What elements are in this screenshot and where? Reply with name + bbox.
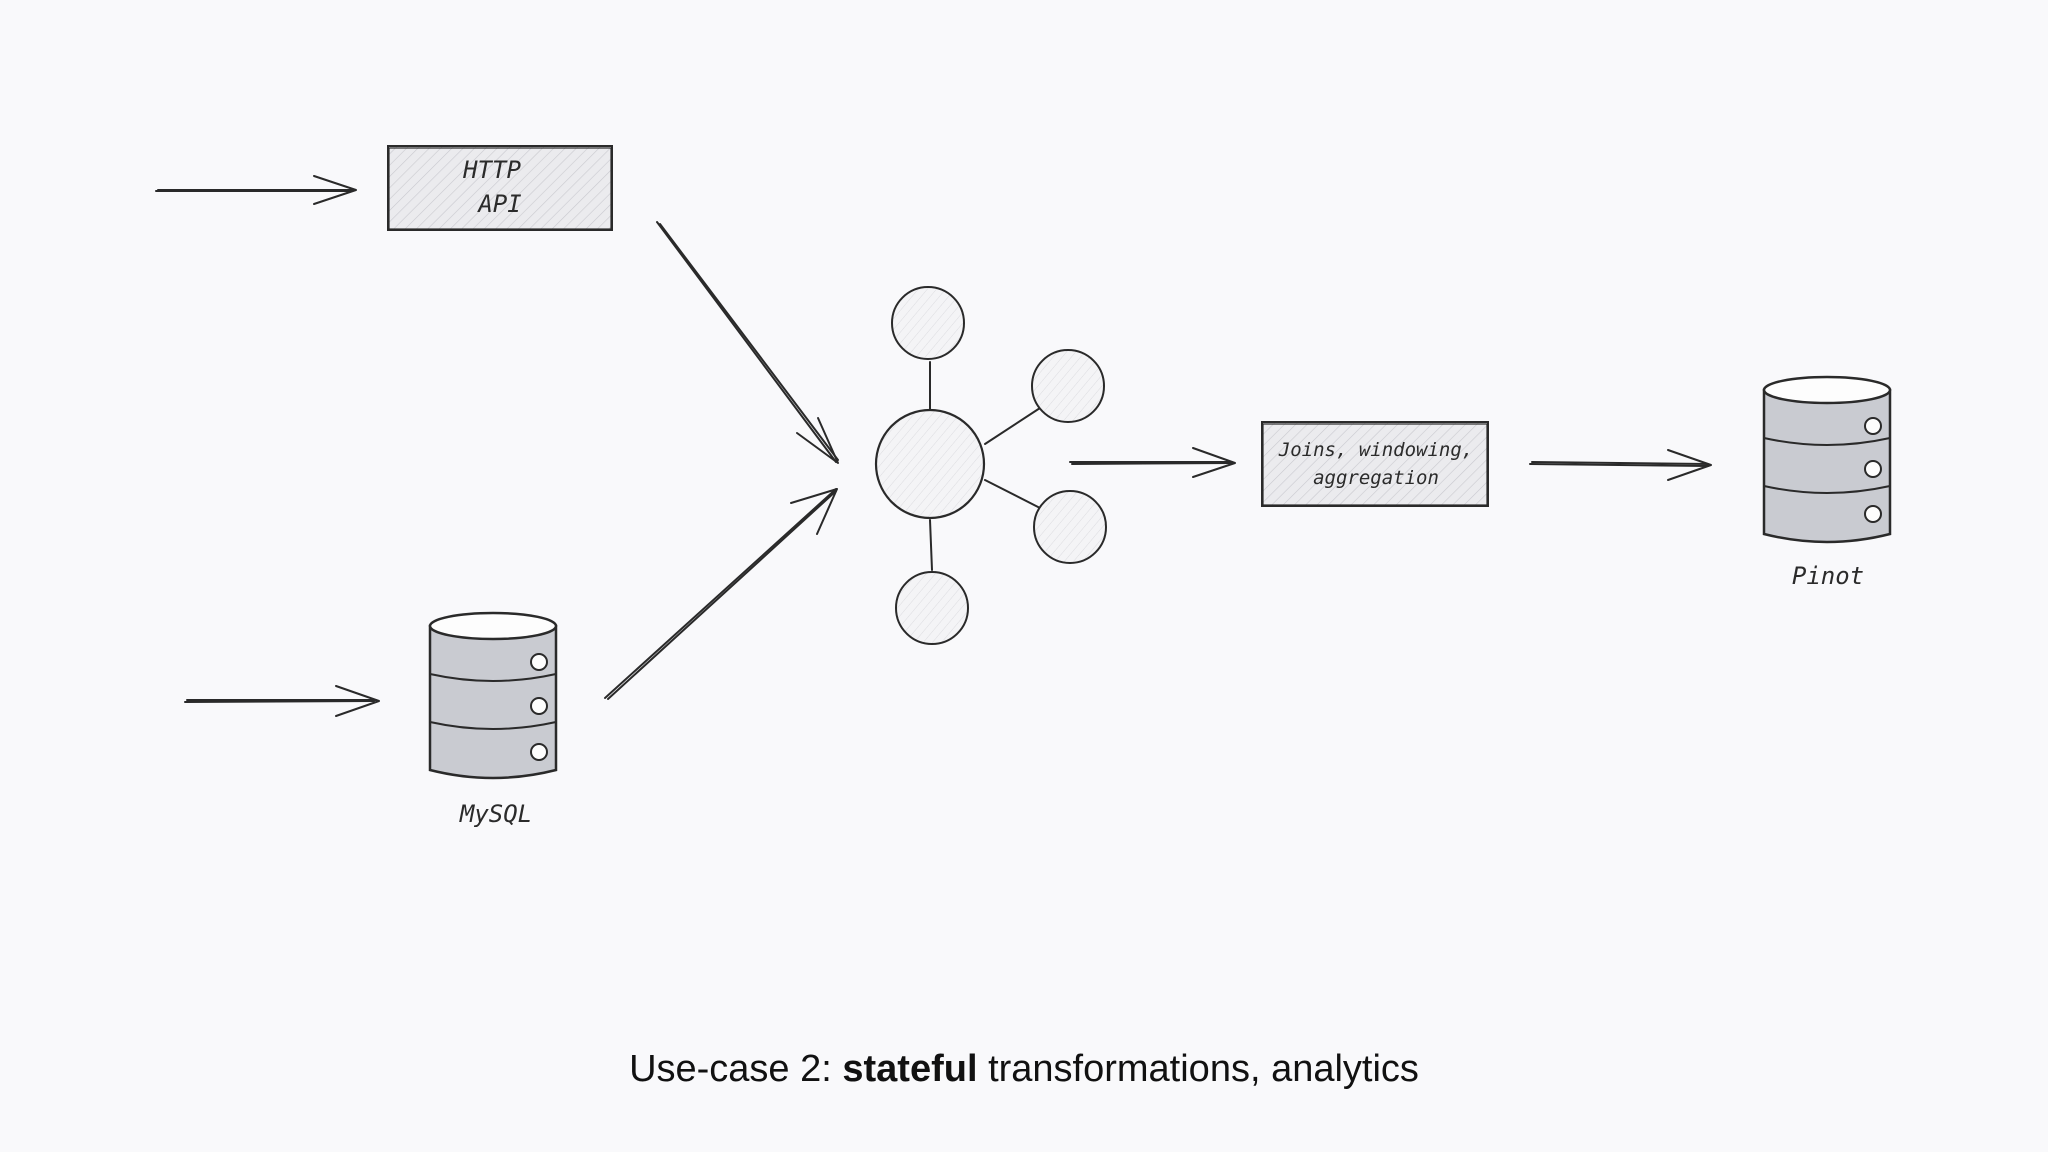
http-api-line1: HTTP [462,156,521,184]
http-api-line2: API [476,190,521,218]
input-arrow-http [155,175,357,205]
pinot-label: Pinot [1792,562,1864,590]
arrow-processing-to-pinot [1529,449,1712,481]
mysql-database-icon [428,611,558,780]
slide-caption: Use-case 2: stateful transformations, an… [0,1048,2048,1091]
caption-bold: stateful [842,1048,978,1090]
processing-line1: Joins, windowing, [1278,439,1473,461]
arrow-http-to-hub [656,221,839,464]
input-arrow-mysql [184,685,380,717]
caption-prefix: Use-case 2: [629,1048,843,1090]
arrow-mysql-to-hub [604,488,838,700]
caption-suffix: transformations, analytics [977,1048,1419,1090]
arrow-hub-to-processing [1069,447,1236,478]
http-api-box: HTTP API [387,145,613,231]
kafka-cluster-icon [874,286,1107,645]
mysql-label: MySQL [459,800,532,828]
processing-box: Joins, windowing, aggregation [1261,421,1489,507]
processing-line2: aggregation [1313,467,1439,489]
pinot-database-icon [1762,375,1892,544]
